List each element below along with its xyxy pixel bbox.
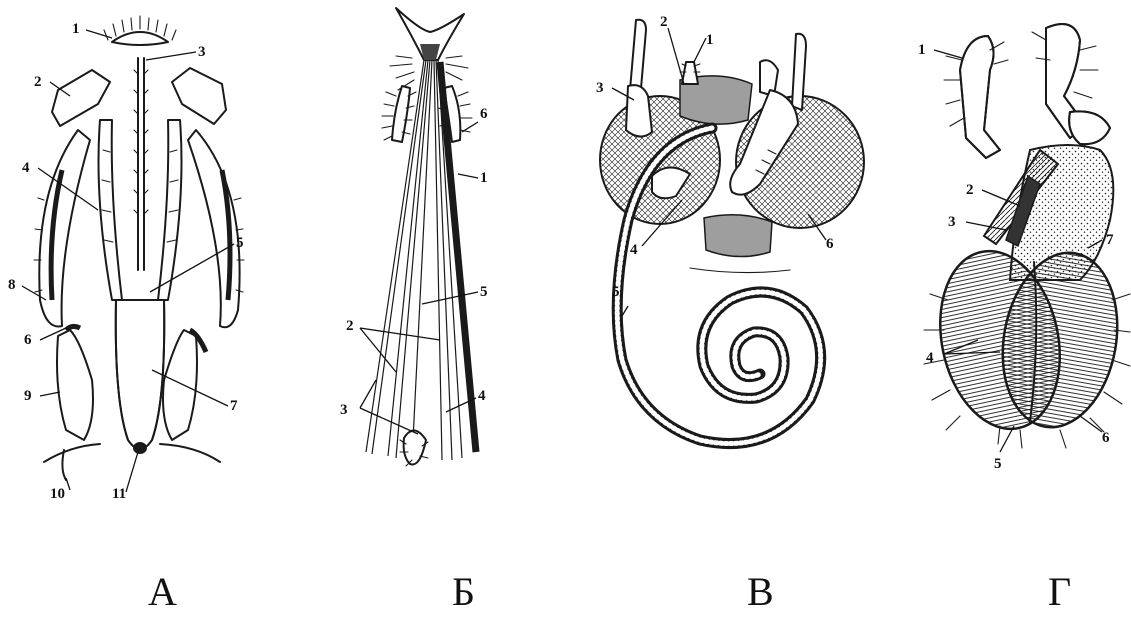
panel-b-callout-3: 3 (340, 402, 348, 418)
panel-b-caption: Б (452, 569, 475, 614)
panel-v-callout-3: 3 (596, 80, 604, 96)
panel-a-callout-7: 7 (230, 398, 238, 414)
panel-a-callout-9: 9 (24, 388, 32, 404)
panel-g-callout-6: 6 (1102, 430, 1110, 446)
panel-a-callout-8: 8 (8, 277, 16, 293)
panel-a-callout-6: 6 (24, 332, 32, 348)
panel-a-callout-2: 2 (34, 74, 42, 90)
panel-g-callout-7: 7 (1106, 232, 1114, 248)
panel-g-drawing (924, 24, 1130, 448)
panel-v-callout-4: 4 (630, 242, 638, 258)
panel-b-drawing (366, 8, 476, 466)
panel-g-callout-2: 2 (966, 182, 974, 198)
panel-g-callout-1: 1 (918, 42, 926, 58)
panel-v-callout-5: 5 (612, 284, 620, 300)
panel-g-caption: Г (1048, 569, 1071, 614)
panel-b-callout-2: 2 (346, 318, 354, 334)
panel-b-callout-5: 5 (480, 284, 488, 300)
panel-g-callout-4: 4 (926, 350, 934, 366)
panel-a-callout-5: 5 (236, 235, 244, 251)
panel-b-callout-1: 1 (480, 170, 488, 186)
panel-b-callout-6: 6 (480, 106, 488, 122)
panel-g-callout-5: 5 (994, 456, 1002, 472)
panel-v-callout-6: 6 (826, 236, 834, 252)
panel-a-caption: А (148, 569, 177, 614)
panel-v-callout-1: 1 (706, 32, 714, 48)
panel-g-callout-3: 3 (948, 214, 956, 230)
panel-a-callout-11: 11 (112, 486, 126, 502)
panel-b-callout-4: 4 (478, 388, 486, 404)
panel-a-callout-4: 4 (22, 160, 30, 176)
panel-v-callout-2: 2 (660, 14, 668, 30)
panel-v-drawing (600, 20, 864, 444)
panel-a-callout-1: 1 (72, 21, 80, 37)
panel-a-callout-10: 10 (50, 486, 65, 502)
panel-v-caption: В (747, 569, 774, 614)
panel-a-callout-3: 3 (198, 44, 206, 60)
panel-a-drawing (34, 16, 244, 480)
